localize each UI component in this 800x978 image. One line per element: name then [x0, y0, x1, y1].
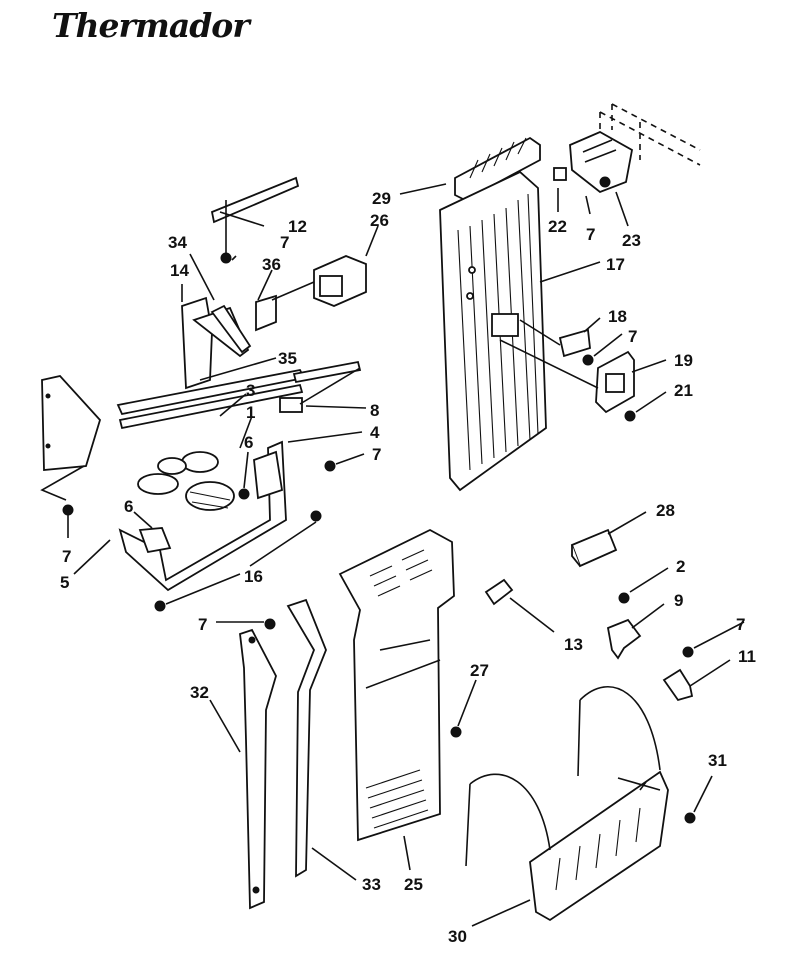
callout-5: 5	[60, 573, 69, 592]
part-26-duct	[255, 255, 367, 332]
callout-4: 4	[370, 423, 380, 442]
callout-2: 2	[676, 557, 685, 576]
callout-7: 7	[198, 615, 207, 634]
part-14-fan-shroud	[116, 296, 306, 430]
part-12-bracket	[210, 176, 300, 264]
part-8-sensor	[279, 360, 362, 413]
part-4-fan-bracket	[118, 440, 322, 612]
callout-16: 16	[244, 567, 263, 586]
callout-18: 18	[608, 307, 627, 326]
callout-36: 36	[262, 255, 281, 274]
callout-22: 22	[548, 217, 567, 236]
callout-7: 7	[586, 225, 595, 244]
callout-1: 1	[246, 403, 255, 422]
part-17-back-panel	[439, 170, 547, 492]
callout-34: 34	[168, 233, 187, 252]
part-29-top-grille	[454, 136, 541, 202]
callout-13: 13	[564, 635, 583, 654]
part-25-center-panel	[338, 528, 462, 842]
left-panel	[40, 375, 102, 501]
part-28-block	[570, 528, 618, 568]
callout-33: 33	[362, 875, 381, 894]
part-33-trim	[286, 598, 327, 878]
callout-32: 32	[190, 683, 209, 702]
part-32-trim	[239, 628, 277, 910]
callout-23: 23	[622, 231, 641, 250]
callout-12: 12	[288, 217, 307, 236]
callout-28: 28	[656, 501, 675, 520]
part-19-hinge	[499, 319, 636, 422]
callout-7: 7	[736, 615, 745, 634]
cabinet-outline	[599, 103, 701, 166]
callout-7: 7	[372, 445, 381, 464]
callout-25: 25	[404, 875, 423, 894]
part-11-clip	[662, 668, 694, 702]
callout-29: 29	[372, 189, 391, 208]
screws	[62, 460, 694, 658]
part-1-fan-motor	[137, 451, 250, 511]
brand-logo: Thermador	[52, 6, 250, 45]
callout-31: 31	[708, 751, 727, 770]
part-9-bracket	[606, 618, 642, 660]
callout-19: 19	[674, 351, 693, 370]
callout-17: 17	[606, 255, 625, 274]
callout-30: 30	[448, 927, 467, 946]
callout-labels: 29 12 7 26 22 7 23 34 14 36 17 18 7 35 1…	[60, 189, 756, 946]
callout-35: 35	[278, 349, 297, 368]
callout-26: 26	[370, 211, 389, 230]
callout-7: 7	[280, 233, 289, 252]
callout-8: 8	[370, 401, 379, 420]
callout-14: 14	[170, 261, 189, 280]
callout-11: 11	[738, 647, 756, 666]
part-13-connector	[484, 578, 514, 606]
part-30-front-panel	[465, 686, 696, 922]
callout-9: 9	[674, 591, 683, 610]
part-23-bracket	[553, 130, 634, 194]
callout-7: 7	[628, 327, 637, 346]
callout-3: 3	[246, 381, 255, 400]
callout-21: 21	[674, 381, 693, 400]
callout-27: 27	[470, 661, 489, 680]
callout-leaders	[67, 183, 745, 927]
callout-7: 7	[62, 547, 71, 566]
callout-6: 6	[124, 497, 133, 516]
callout-6: 6	[244, 433, 253, 452]
